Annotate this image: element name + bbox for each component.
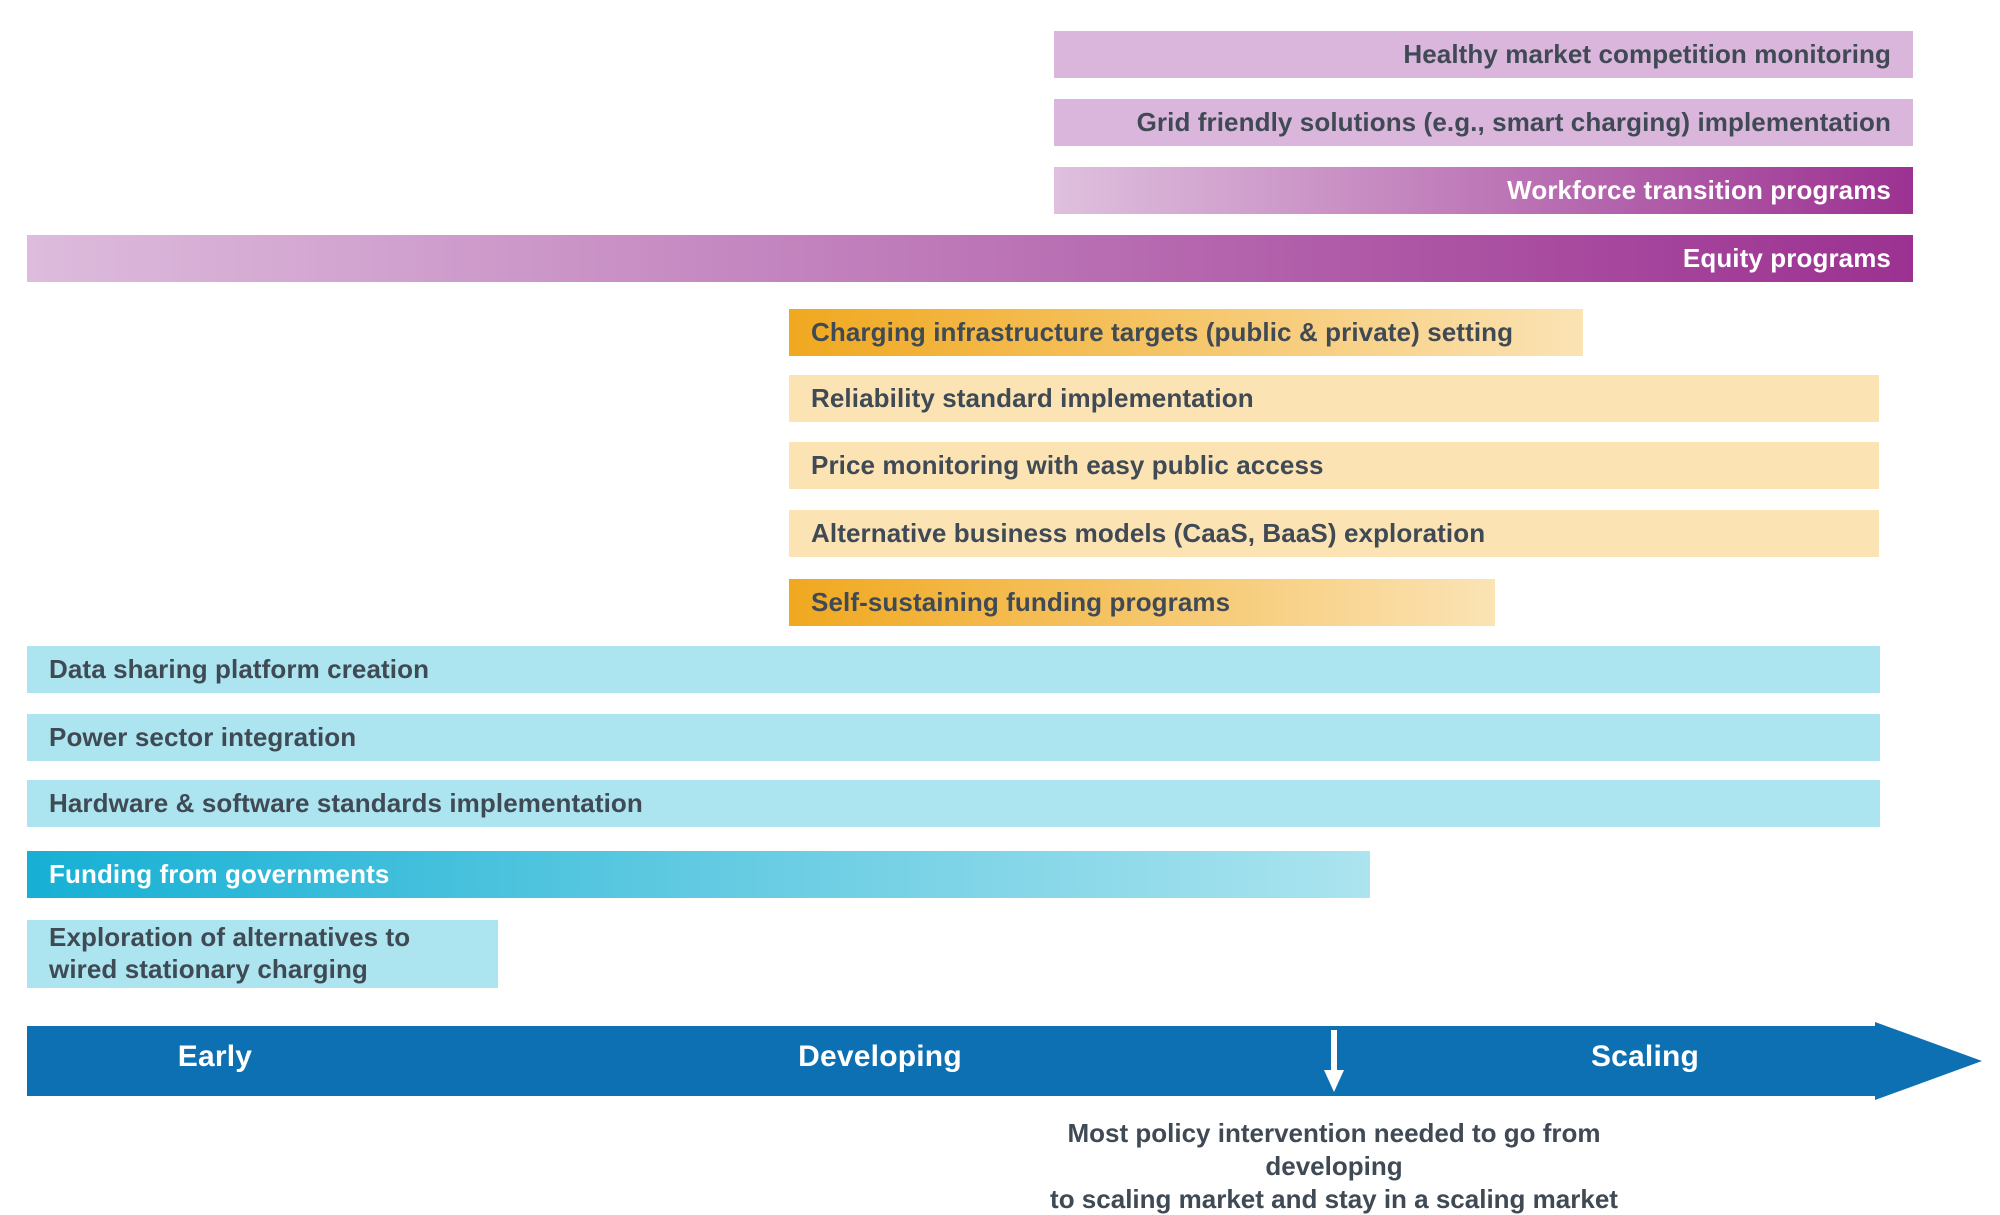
axis-arrow-shape — [27, 1022, 1982, 1100]
stage-label-early: Early — [177, 1040, 253, 1073]
bar-label: Workforce transition programs — [1507, 174, 1891, 205]
bar-equity-programs[interactable]: Equity programs — [27, 235, 1913, 282]
bar-label: Alternative business models (CaaS, BaaS)… — [811, 517, 1486, 548]
bar-funding-from-governments[interactable]: Funding from governments — [27, 851, 1370, 898]
stage-label-developing: Developing — [798, 1040, 962, 1073]
bar-healthy-market-competition-monitoring[interactable]: Healthy market competition monitoring — [1054, 31, 1913, 78]
bar-label: Exploration of alternatives to wired sta… — [49, 922, 411, 984]
bar-data-sharing-platform-creation[interactable]: Data sharing platform creation — [27, 646, 1880, 693]
bar-label: Charging infrastructure targets (public … — [811, 316, 1514, 347]
bar-alternative-business-models-exploration[interactable]: Alternative business models (CaaS, BaaS)… — [789, 510, 1879, 557]
bar-power-sector-integration[interactable]: Power sector integration — [27, 714, 1880, 761]
bar-label: Price monitoring with easy public access — [811, 449, 1324, 480]
bar-label: Power sector integration — [49, 721, 357, 752]
bar-grid-friendly-solutions-implementation[interactable]: Grid friendly solutions (e.g., smart cha… — [1054, 99, 1913, 146]
bar-label: Reliability standard implementation — [811, 382, 1254, 413]
bar-label: Grid friendly solutions (e.g., smart cha… — [1136, 106, 1891, 137]
bar-label: Hardware & software standards implementa… — [49, 787, 643, 818]
policy-intervention-caption: Most policy intervention needed to go fr… — [1050, 1118, 1618, 1214]
bar-label: Data sharing platform creation — [49, 653, 430, 684]
bar-charging-infrastructure-targets-setting[interactable]: Charging infrastructure targets (public … — [789, 309, 1583, 356]
bar-exploration-of-alternatives-wired-stationary-charging[interactable]: Exploration of alternatives to wired sta… — [27, 920, 498, 988]
bar-hardware-software-standards-implementation[interactable]: Hardware & software standards implementa… — [27, 780, 1880, 827]
policy-intervention-marker-icon — [1324, 1030, 1344, 1092]
bar-label: Healthy market competition monitoring — [1403, 38, 1891, 69]
bar-label: Self-sustaining funding programs — [811, 586, 1231, 617]
bar-price-monitoring-public-access[interactable]: Price monitoring with easy public access — [789, 442, 1879, 489]
bar-workforce-transition-programs[interactable]: Workforce transition programs — [1054, 167, 1913, 214]
bar-self-sustaining-funding-programs[interactable]: Self-sustaining funding programs — [789, 579, 1495, 626]
bar-reliability-standard-implementation[interactable]: Reliability standard implementation — [789, 375, 1879, 422]
bar-label: Funding from governments — [49, 858, 390, 889]
bar-label: Equity programs — [1682, 242, 1891, 273]
timeline-axis — [27, 1022, 1982, 1100]
stage-label-scaling: Scaling — [1590, 1040, 1700, 1073]
